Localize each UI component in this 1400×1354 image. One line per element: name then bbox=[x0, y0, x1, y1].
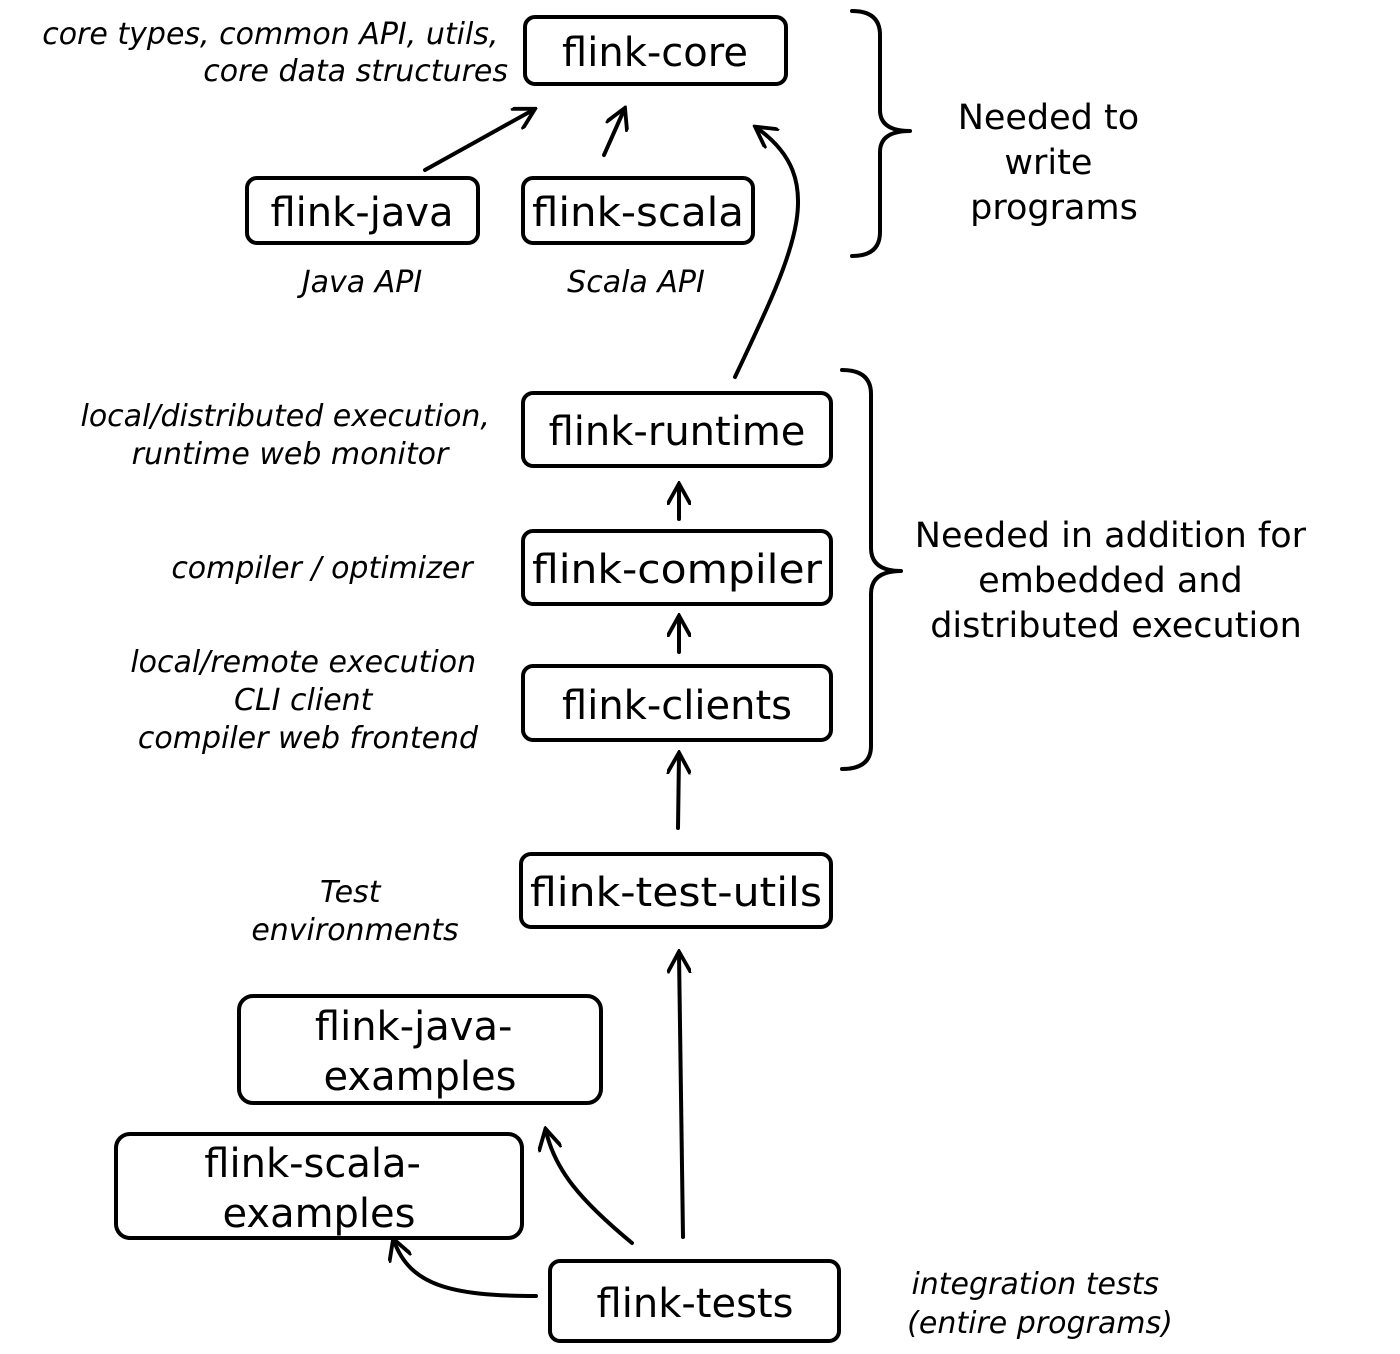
module-flink-tests: flink-tests bbox=[548, 1259, 841, 1343]
module-flink-clients-label: flink-clients bbox=[562, 683, 792, 729]
edge-test-utils-to-clients bbox=[678, 755, 679, 830]
edge-runtime-to-core bbox=[733, 128, 801, 379]
module-flink-scala-label: flink-scala bbox=[532, 190, 744, 236]
module-flink-java-description: Java API bbox=[297, 265, 423, 300]
module-flink-runtime: flink-runtime bbox=[521, 391, 833, 468]
edge-java-to-core bbox=[423, 110, 533, 172]
module-flink-test-utils: flink-test-utils bbox=[519, 852, 833, 929]
edge-tests-to-scala-examples bbox=[394, 1241, 538, 1298]
module-flink-core-description: core types, common API, utils, core data… bbox=[42, 17, 508, 89]
group-label-write-programs: Needed to write programs bbox=[958, 98, 1151, 228]
module-flink-core: flink-core bbox=[523, 15, 788, 86]
module-flink-clients: flink-clients bbox=[521, 664, 833, 742]
module-flink-compiler-description: compiler / optimizer bbox=[171, 551, 474, 586]
module-flink-java-label: flink-java bbox=[270, 190, 453, 236]
module-flink-compiler-label: flink-compiler bbox=[532, 547, 823, 593]
module-flink-tests-description: integration tests (entire programs) bbox=[907, 1267, 1173, 1341]
module-flink-java-examples-label: flink-java- examples bbox=[315, 1004, 525, 1100]
module-flink-core-label: flink-core bbox=[562, 30, 748, 76]
brace-execution bbox=[840, 368, 903, 771]
brace-write-programs bbox=[850, 9, 912, 258]
module-flink-tests-label: flink-tests bbox=[597, 1281, 794, 1327]
module-flink-compiler: flink-compiler bbox=[521, 529, 833, 606]
group-label-execution: Needed in addition for embedded and dist… bbox=[915, 516, 1317, 646]
module-flink-scala-examples: flink-scala- examples bbox=[114, 1132, 524, 1240]
edge-scala-to-core bbox=[602, 110, 624, 157]
edge-tests-to-java-examples bbox=[546, 1131, 634, 1245]
module-flink-java-examples: flink-java- examples bbox=[237, 994, 603, 1105]
module-flink-test-utils-label: flink-test-utils bbox=[530, 870, 822, 916]
module-flink-runtime-label: flink-runtime bbox=[549, 409, 806, 455]
module-flink-test-utils-description: Test environments bbox=[251, 875, 458, 948]
module-flink-clients-description: local/remote execution CLI client compil… bbox=[130, 645, 485, 756]
module-flink-scala: flink-scala bbox=[521, 176, 755, 245]
module-flink-scala-description: Scala API bbox=[567, 265, 705, 300]
module-flink-scala-examples-label: flink-scala- examples bbox=[204, 1141, 433, 1237]
edge-tests-to-test-utils bbox=[679, 954, 683, 1239]
module-flink-java: flink-java bbox=[245, 176, 480, 245]
module-flink-runtime-description: local/distributed execution, runtime web… bbox=[80, 399, 499, 472]
